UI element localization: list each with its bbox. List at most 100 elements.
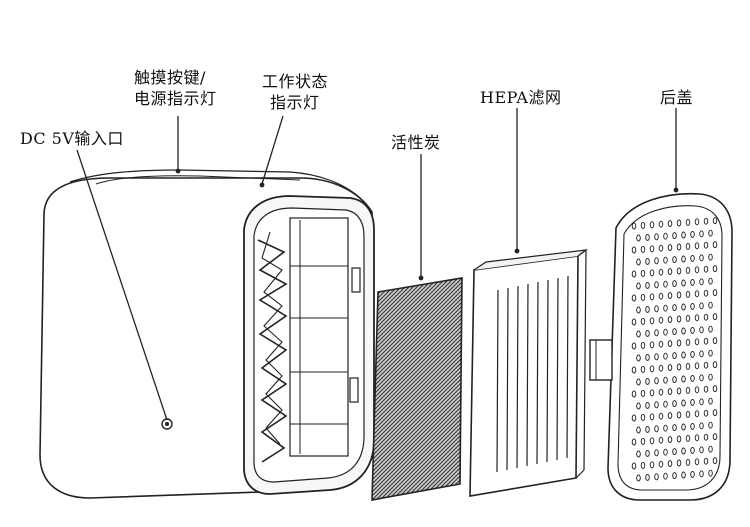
vent-hole xyxy=(663,232,668,240)
vent-hole xyxy=(645,329,650,337)
vent-hole xyxy=(699,374,704,382)
vent-hole xyxy=(703,265,709,273)
vent-hole xyxy=(658,412,664,420)
vent-hole xyxy=(681,327,686,335)
vent-hole xyxy=(685,386,691,394)
vent-hole xyxy=(672,304,677,312)
vent-hole xyxy=(694,458,700,466)
vent-hole xyxy=(699,326,704,334)
vent-hole xyxy=(694,434,700,442)
vent-hole xyxy=(685,338,691,346)
vent-hole xyxy=(690,398,695,406)
hepa-label: HEPA滤网 xyxy=(480,88,562,107)
vent-hole xyxy=(708,469,713,477)
vent-hole xyxy=(694,410,700,418)
vent-hole xyxy=(636,426,641,434)
vent-hole xyxy=(654,305,659,313)
vent-hole xyxy=(690,254,695,262)
vent-hole xyxy=(645,449,650,457)
vent-hole xyxy=(631,246,637,254)
vent-hole xyxy=(649,437,655,445)
vent-hole xyxy=(658,388,664,396)
vent-hole xyxy=(712,385,718,393)
vent-hole xyxy=(636,450,641,458)
vent-hole xyxy=(694,242,700,250)
vent-hole xyxy=(676,243,682,251)
vent-hole xyxy=(703,433,709,441)
vent-hole xyxy=(631,438,637,446)
vent-hole xyxy=(712,433,718,441)
vent-hole xyxy=(685,242,691,250)
vent-hole xyxy=(631,390,637,398)
leader-status-indicator xyxy=(261,115,284,185)
vent-hole xyxy=(640,413,646,421)
vent-hole xyxy=(658,340,664,348)
vent-hole xyxy=(681,471,686,479)
vent-hole xyxy=(649,245,655,253)
vent-hole xyxy=(676,291,682,299)
vent-hole xyxy=(649,317,655,325)
vent-hole xyxy=(640,269,646,277)
vent-hole xyxy=(712,361,718,369)
vent-hole xyxy=(667,412,673,420)
vent-hole xyxy=(690,302,695,310)
vent-hole xyxy=(694,338,700,346)
vent-hole xyxy=(708,301,713,309)
vent-hole xyxy=(685,290,691,298)
vent-hole xyxy=(690,374,695,382)
vent-hole xyxy=(708,397,713,405)
vent-hole xyxy=(645,377,650,385)
vent-hole xyxy=(667,340,673,348)
vent-hole xyxy=(645,353,650,361)
vent-hole xyxy=(708,325,713,333)
vent-hole xyxy=(703,457,709,465)
vent-hole xyxy=(694,290,700,298)
vent-hole xyxy=(676,315,682,323)
vent-hole xyxy=(708,349,713,357)
vent-hole xyxy=(667,460,673,468)
vent-hole xyxy=(672,424,677,432)
vent-hole xyxy=(712,457,718,465)
activated-carbon-filter xyxy=(371,277,463,501)
touch-key-label-line2: 电源指示灯 xyxy=(134,89,217,108)
vent-hole xyxy=(712,409,718,417)
back-cover-label: 后盖 xyxy=(660,88,694,107)
vent-hole xyxy=(667,316,673,324)
vent-hole xyxy=(712,313,718,321)
vent-hole xyxy=(676,387,682,395)
vent-hole xyxy=(676,435,682,443)
vent-hole xyxy=(676,363,682,371)
vent-hole xyxy=(636,330,641,338)
touch-key-label: 触摸按键/ 电源指示灯 xyxy=(134,67,217,109)
vent-hole xyxy=(649,269,655,277)
vent-hole xyxy=(694,266,700,274)
back-cover xyxy=(589,192,733,501)
vent-hole xyxy=(631,342,637,350)
vent-hole xyxy=(685,434,691,442)
vent-hole xyxy=(703,217,709,225)
vent-hole xyxy=(636,306,641,314)
vent-hole xyxy=(708,277,713,285)
vent-hole xyxy=(636,258,641,266)
vent-hole xyxy=(712,289,718,297)
vent-hole xyxy=(649,221,655,229)
vent-hole xyxy=(685,266,691,274)
vent-hole xyxy=(681,423,686,431)
vent-hole xyxy=(649,389,655,397)
vent-hole xyxy=(699,446,704,454)
vent-hole xyxy=(681,231,686,239)
vent-hole xyxy=(694,314,700,322)
vent-hole xyxy=(681,351,686,359)
vent-hole xyxy=(699,278,704,286)
vent-hole xyxy=(658,316,664,324)
vent-hole xyxy=(640,317,646,325)
vent-hole xyxy=(712,217,718,225)
vent-hole xyxy=(636,474,641,482)
vent-hole xyxy=(712,337,718,345)
vent-hole xyxy=(631,222,637,230)
vent-hole xyxy=(640,293,646,301)
vent-hole xyxy=(636,234,641,242)
leader-lines xyxy=(76,108,677,421)
vent-hole xyxy=(699,398,704,406)
